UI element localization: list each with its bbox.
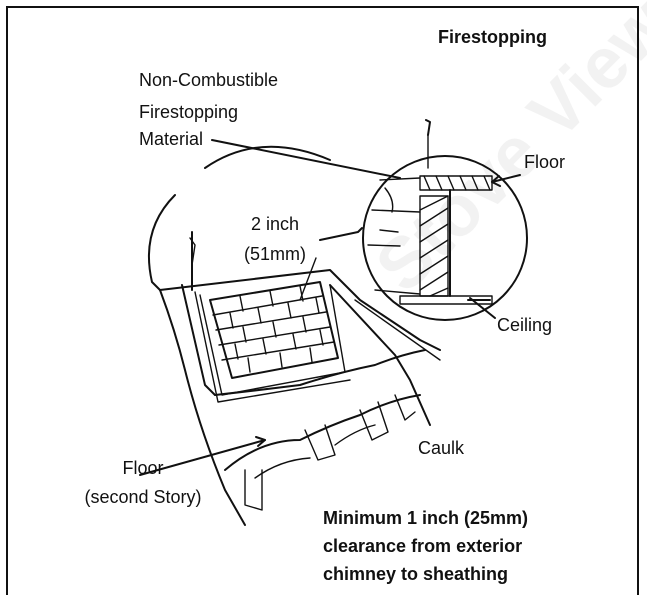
leader-material	[211, 139, 401, 179]
note-line2: clearance from exterior	[323, 536, 523, 556]
brick-chimney	[209, 281, 339, 379]
label-clearance-mm: (51mm)	[244, 244, 306, 264]
sheathing-lower	[159, 289, 246, 526]
leader-floor	[491, 174, 521, 183]
label-material-line1: Non-Combustible	[139, 70, 279, 90]
diagram-title: Firestopping	[438, 27, 547, 47]
note-line3: chimney to sheathing	[323, 564, 509, 584]
wall-edge	[181, 284, 216, 396]
leader-ceiling	[469, 297, 496, 319]
cutaway-outline	[148, 194, 176, 291]
label-material-line2: Firestopping	[139, 102, 239, 122]
detail-circle	[362, 155, 528, 321]
cutaway-arc	[204, 145, 331, 169]
wave-bottom	[224, 394, 421, 471]
diagram-frame	[6, 6, 639, 595]
label-clearance-inch: 2 inch	[250, 214, 300, 234]
note-line1: Minimum 1 inch (25mm)	[323, 508, 529, 528]
leader-second-floor	[139, 439, 266, 476]
sheathing-surface	[159, 269, 441, 351]
label-floor-second-line2: (second Story)	[84, 487, 202, 507]
label-floor-second-line1: Floor	[122, 458, 164, 478]
label-floor: Floor	[524, 152, 566, 172]
leader-caulk	[329, 284, 431, 426]
label-caulk: Caulk	[418, 438, 465, 458]
detail-section	[367, 119, 493, 305]
leader-clearance	[319, 227, 363, 241]
label-ceiling: Ceiling	[497, 315, 553, 335]
label-material-line3: Material	[139, 129, 204, 149]
